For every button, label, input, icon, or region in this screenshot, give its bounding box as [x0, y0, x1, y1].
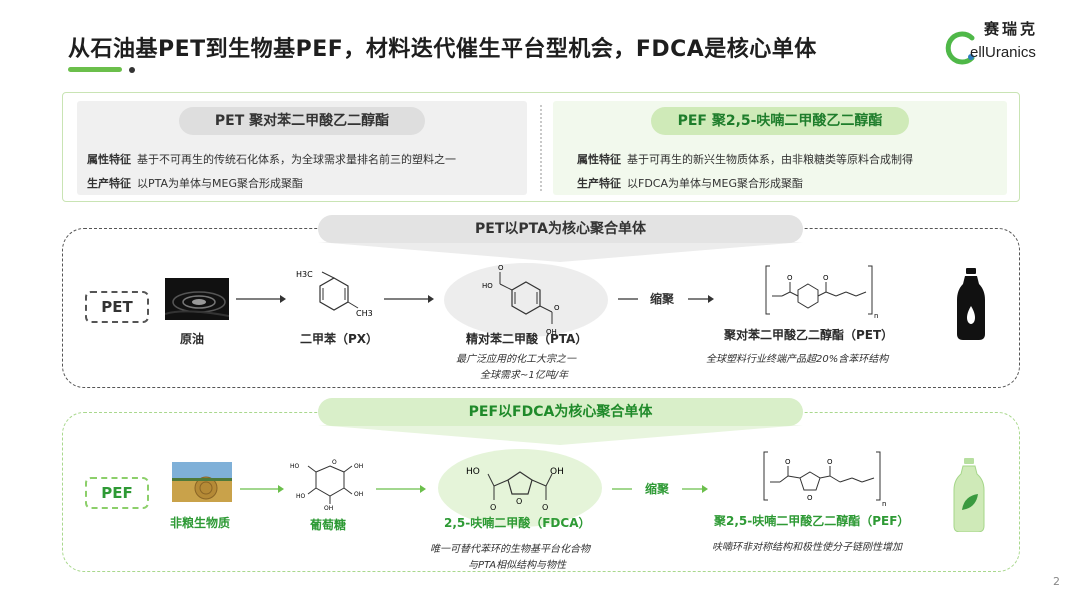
pet-tag: PET: [85, 291, 149, 323]
glucose-oh1: OH: [354, 463, 363, 470]
pef-polymer-n: n: [882, 500, 886, 508]
pet-polycondensation-label: 缩聚: [650, 292, 675, 306]
pta-note-1: 最广泛应用的化工大宗之一: [456, 354, 576, 365]
black-bottle-icon: [957, 268, 985, 340]
crude-oil-image: [165, 278, 229, 320]
fdca-o-right: O: [542, 503, 548, 512]
pta-o-bottom: O: [554, 304, 560, 312]
pef-polycondensation-label: 缩聚: [645, 482, 670, 496]
px-ch3-bottom: CH3: [356, 309, 373, 318]
glucose-label: 葡萄糖: [310, 518, 347, 532]
pet-polymer-n: n: [874, 312, 878, 320]
pef-polymer-o1: O: [785, 458, 791, 466]
pet-polymer-o2: O: [823, 274, 829, 282]
panel-divider: [540, 105, 542, 191]
crude-oil-label: 原油: [180, 332, 205, 346]
fdca-oh: OH: [550, 467, 564, 477]
biomass-label: 非粮生物质: [170, 516, 231, 530]
glucose-molecule: HO O OH OH HO OH: [290, 459, 363, 510]
green-bottle-icon: [953, 458, 985, 532]
glucose-ho: HO: [290, 463, 300, 470]
pta-oh: OH: [546, 328, 557, 336]
pef-name-pill: PEF 聚2,5-呋喃二甲酸乙二醇酯: [651, 107, 909, 135]
page-title: 从石油基PET到生物基PEF，材料迭代催生平台型机会，FDCA是核心单体: [68, 37, 817, 62]
title-underline: [68, 67, 122, 72]
pet-polymer-structure: O O n: [765, 265, 878, 320]
pef-banner-funnel: [318, 425, 803, 445]
fdca-note-1: 唯一可替代苯环的生物基平台化合物: [430, 544, 590, 555]
pet-name-pill: PET 聚对苯二甲酸乙二醇酯: [179, 107, 425, 135]
pef-polymer-o2: O: [827, 458, 833, 466]
fdca-label: 2,5-呋喃二甲酸（FDCA）: [444, 516, 591, 530]
arrow-glucose-to-fdca: [376, 485, 426, 493]
pta-highlight: O HO O OH: [444, 263, 608, 337]
arrow-crude-to-px: [236, 295, 286, 303]
pef-production-label: 生产特征: [577, 177, 621, 190]
pet-production-text: 以PTA为单体与MEG聚合形成聚酯: [137, 177, 303, 190]
px-molecule: H3C CH3: [296, 270, 373, 318]
pef-polymer-note: 呋喃环非对称结构和极性使分子链刚性增加: [712, 542, 902, 553]
pef-polymer-ring-o: O: [807, 494, 813, 502]
arrow-biomass-to-glucose: [240, 485, 284, 493]
arrow-pta-to-pet: [618, 295, 714, 303]
pef-property-row: 属性特征基于可再生的新兴生物质体系，由非粮糖类等原料合成制得: [577, 151, 913, 167]
pef-property-label: 属性特征: [577, 153, 621, 166]
pet-info-panel: PET 聚对苯二甲酸乙二醇酯 属性特征基于不可再生的传统石化体系，为全球需求量排…: [77, 101, 527, 195]
arrow-fdca-to-pef: [612, 485, 708, 493]
pef-info-panel: PEF 聚2,5-呋喃二甲酸乙二醇酯 属性特征基于可再生的新兴生物质体系，由非粮…: [553, 101, 1007, 195]
material-comparison-box: PET 聚对苯二甲酸乙二醇酯 属性特征基于不可再生的传统石化体系，为全球需求量排…: [62, 92, 1020, 202]
pta-ho: HO: [482, 282, 493, 290]
logo-english-name: ellUranics: [970, 44, 1036, 61]
pet-property-text: 基于不可再生的传统石化体系，为全球需求量排名前三的塑料之一: [137, 153, 456, 166]
pef-production-text: 以FDCA为单体与MEG聚合形成聚酯: [627, 177, 803, 190]
glucose-o: O: [332, 459, 337, 466]
fdca-ring-o: O: [516, 497, 522, 506]
glucose-oh3: OH: [324, 505, 333, 510]
pef-flow-banner: PEF以FDCA为核心聚合单体: [318, 398, 803, 426]
logo-c-icon: [945, 31, 975, 65]
glucose-oh2: OH: [354, 491, 363, 498]
pet-flow-banner: PET以PTA为核心聚合单体: [318, 215, 803, 243]
pet-property-label: 属性特征: [87, 153, 131, 166]
page-number: 2: [1053, 575, 1060, 588]
pet-polymer-label: 聚对苯二甲酸乙二醇酯（PET）: [724, 328, 894, 342]
biomass-image: [172, 462, 232, 502]
pet-banner-funnel: [318, 242, 803, 262]
arrow-px-to-pta: [384, 295, 434, 303]
pta-note-2: 全球需求~1亿吨/年: [480, 370, 569, 381]
pet-property-row: 属性特征基于不可再生的传统石化体系，为全球需求量排名前三的塑料之一: [87, 151, 456, 167]
company-logo: 赛瑞克 ellUranics: [944, 18, 1064, 68]
fdca-ho: HO: [466, 467, 480, 477]
pet-production-row: 生产特征以PTA为单体与MEG聚合形成聚酯: [87, 175, 303, 191]
pef-polymer-structure: O O O n: [763, 451, 886, 508]
pet-production-label: 生产特征: [87, 177, 131, 190]
fdca-note-2: 与PTA相似结构与物性: [468, 560, 567, 571]
pta-label: 精对苯二甲酸（PTA）: [466, 332, 588, 346]
pef-tag: PEF: [85, 477, 149, 509]
pta-o-top: O: [498, 264, 504, 272]
pet-polymer-note: 全球塑料行业终端产品超20%含苯环结构: [706, 354, 889, 365]
px-ch3-top: H3C: [296, 270, 313, 279]
pet-polymer-o1: O: [787, 274, 793, 282]
fdca-o-left: O: [490, 503, 496, 512]
title-dot: [129, 67, 135, 73]
logo-chinese-name: 赛瑞克: [984, 20, 1039, 38]
fdca-highlight: HO OH O O O: [438, 449, 602, 527]
px-label: 二甲苯（PX）: [300, 332, 379, 346]
pef-polymer-label: 聚2,5-呋喃二甲酸乙二醇酯（PEF）: [714, 514, 910, 528]
glucose-ho2: HO: [296, 493, 306, 500]
pef-property-text: 基于可再生的新兴生物质体系，由非粮糖类等原料合成制得: [627, 153, 913, 166]
pef-production-row: 生产特征以FDCA为单体与MEG聚合形成聚酯: [577, 175, 803, 191]
